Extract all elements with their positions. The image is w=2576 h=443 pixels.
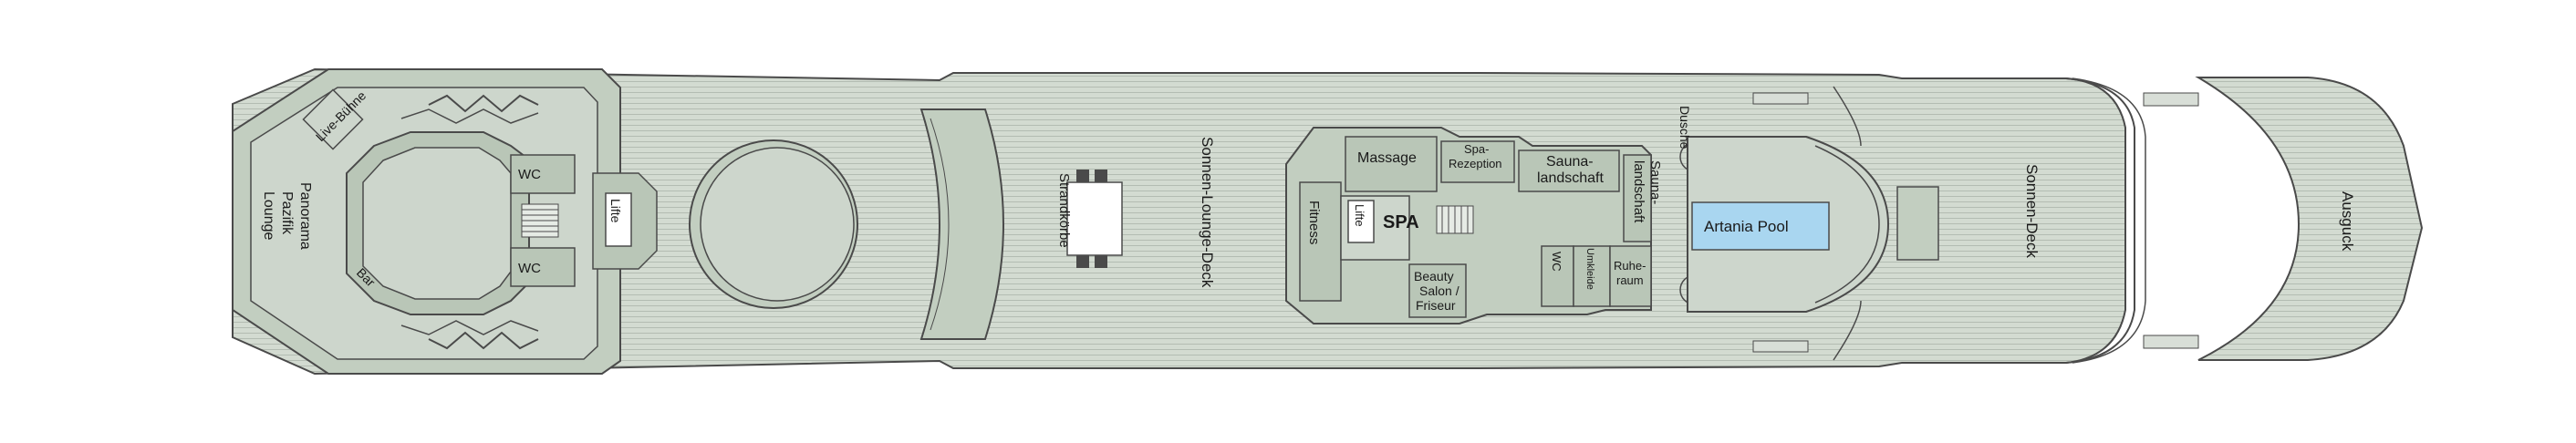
label-lifte-spa: Lifte (1353, 204, 1366, 227)
label-beauty-2: Salon / (1419, 283, 1459, 298)
label-umkleide: Umkleide (1584, 248, 1595, 290)
label-sonnen-lounge-deck: Sonnen-Lounge-Deck (1199, 137, 1216, 288)
label-dusche: Dusche (1678, 106, 1692, 149)
label-ausguck: Ausguck (2339, 191, 2356, 252)
label-sauna-1: Sauna- (1546, 154, 1594, 170)
label-lifte-bow: Lifte (608, 199, 623, 223)
label-sauna-vert-2: landschaft (1631, 160, 1646, 223)
label-wc-spa: WC (1550, 252, 1563, 272)
label-panorama-1: Panorama (297, 182, 313, 250)
label-spa: SPA (1383, 212, 1419, 232)
label-spa-rezeption-1: Spa- (1464, 142, 1489, 156)
label-spa-rezeption-2: Rezeption (1449, 157, 1502, 170)
label-sonnen-deck: Sonnen-Deck (2023, 164, 2041, 259)
circle-opening (689, 139, 858, 309)
label-strandkoerbe: Strandkörbe (1056, 173, 1072, 248)
hull (232, 67, 2146, 376)
pool-area (1687, 86, 1939, 361)
label-panorama-3: Lounge (261, 191, 276, 240)
lookout-deck (2143, 77, 2424, 361)
label-sauna-2: landschaft (1537, 170, 1604, 186)
label-panorama-2: Pazifik (279, 191, 295, 235)
spa-complex (1285, 127, 1710, 325)
wind-screen (919, 108, 1004, 340)
label-ruhe-2: raum (1616, 273, 1644, 287)
bow-area (232, 68, 658, 375)
label-wc-top: WC (518, 167, 541, 182)
beach-chairs (1066, 170, 1123, 268)
label-artania-pool: Artania Pool (1704, 218, 1789, 235)
artania-pool-basin (1691, 201, 1830, 251)
label-ruhe-1: Ruhe- (1614, 259, 1646, 273)
deck-rails (1752, 92, 1809, 353)
label-sauna-vert-1: Sauna- (1647, 160, 1663, 204)
label-beauty-1: Beauty (1414, 269, 1454, 283)
label-beauty-3: Friseur (1416, 298, 1456, 313)
label-massage: Massage (1357, 150, 1417, 166)
label-wc-bottom: WC (518, 261, 541, 276)
label-fitness: Fitness (1306, 201, 1322, 244)
